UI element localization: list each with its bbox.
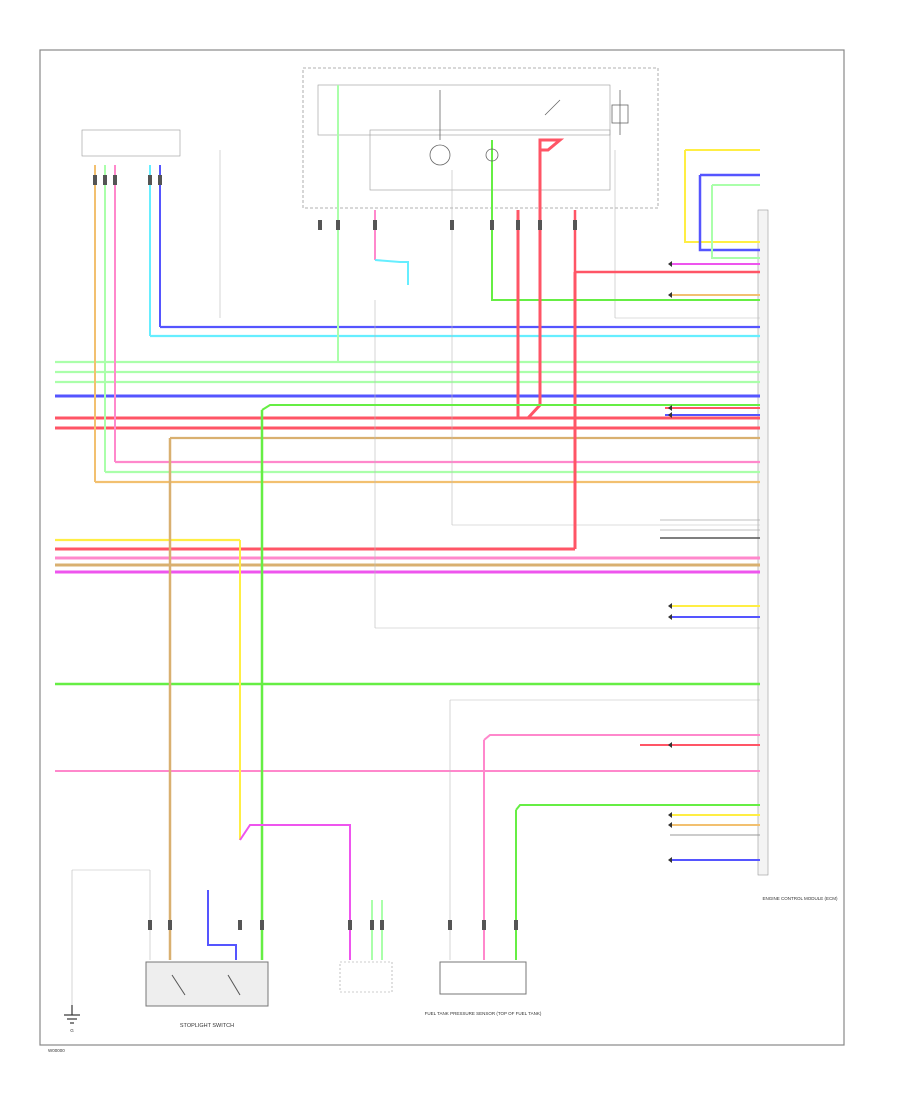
wire-v-green-relay xyxy=(491,140,760,301)
wire-group-gray xyxy=(71,150,760,1005)
middle-component xyxy=(339,961,393,993)
ecm-label: ENGINE CONTROL MODULE (ECM) xyxy=(762,896,838,901)
ecm-connector xyxy=(757,209,769,876)
wire-v-green-sensor-top xyxy=(515,804,760,811)
wire-v-blue-side-2 xyxy=(698,175,760,252)
relay-box xyxy=(302,67,659,209)
wire-v-blue-switch xyxy=(207,890,237,960)
instrument-box xyxy=(81,129,181,157)
wire-v-lightgreen-side-2 xyxy=(711,185,760,259)
stoplight-switch-label: STOPLIGHT SWITCH xyxy=(180,1023,234,1029)
wire-group-horizontal xyxy=(55,325,760,772)
relay-inner-2 xyxy=(369,129,611,191)
wire-terminal-marks xyxy=(93,175,577,930)
ground-icon xyxy=(64,1005,80,1024)
diagram-frame xyxy=(39,49,845,1046)
wire-v-red-relay-2 xyxy=(526,138,565,420)
wire-v-green-top xyxy=(261,404,760,411)
connector-arrows xyxy=(668,261,672,863)
stoplight-switch-contacts xyxy=(171,974,241,996)
wire-group-right-stubs xyxy=(660,263,760,861)
stoplight-switch-body xyxy=(145,961,269,1007)
wire-v-yellow-side xyxy=(684,150,760,243)
relay-inner xyxy=(317,84,611,136)
relay-symbols xyxy=(429,90,629,166)
wire-v-pink-sensor-top xyxy=(483,734,760,741)
wire-v-magenta-switch xyxy=(239,824,351,960)
wire-group-vertical xyxy=(94,85,760,960)
ground-label: G xyxy=(70,1028,74,1033)
diagram-id: W00000 xyxy=(48,1048,65,1053)
fuel-sensor-label: FUEL TANK PRESSURE SENSOR (TOP OF FUEL T… xyxy=(425,1011,542,1016)
fuel-sensor-body xyxy=(439,961,527,995)
wire-v-cyan-relay xyxy=(374,259,409,285)
